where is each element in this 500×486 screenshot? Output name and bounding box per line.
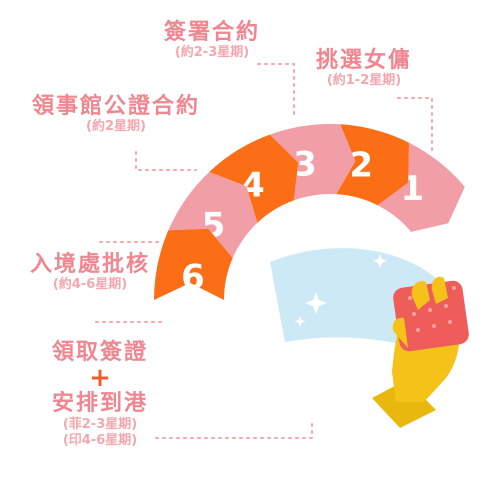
glove-fingers	[392, 276, 448, 348]
step-label-3: 領事館公證合約 (約2星期)	[32, 94, 200, 136]
step-4-title: 入境處批核	[30, 252, 151, 277]
leader-lines	[95, 63, 433, 439]
step-6-duration-ph: (菲2-3星期)	[62, 416, 138, 432]
segment-number-6: 6	[181, 258, 205, 298]
wheel-segment-3	[269, 124, 356, 201]
step-label-5-6: 領取簽證 + 安排到港 (菲2-3星期) (印4-6星期)	[52, 340, 148, 450]
wheel-segment-4	[209, 134, 299, 223]
sparkle-icon	[294, 254, 387, 327]
step-6-duration-id: (印4-6星期)	[62, 433, 138, 449]
sponge-icon	[393, 280, 469, 352]
wheel-segment-6	[154, 228, 233, 300]
leader-line-3	[135, 151, 197, 171]
step-3-title: 領事館公證合約	[32, 94, 201, 119]
wheel-segment-1	[377, 142, 465, 232]
step-label-1: 挑選女傭 (約1-2星期)	[316, 48, 412, 90]
step-6-title: 安排到港	[52, 391, 149, 417]
step-4-duration: (約4-6星期)	[52, 277, 128, 293]
step-1-title: 挑選女傭	[316, 48, 413, 73]
wheel-segment-5	[168, 171, 258, 259]
step-2-title: 簽署合約	[164, 20, 261, 45]
step-5-title: 領取簽證	[52, 340, 149, 365]
leader-line-1	[397, 97, 433, 151]
plus-sign: +	[89, 363, 111, 394]
step-label-4: 入境處批核 (約4-6星期)	[30, 252, 150, 294]
step-3-duration: (約2星期)	[86, 119, 146, 135]
cleaning-illustration	[270, 248, 469, 428]
step-2-duration: (約2-3星期)	[174, 45, 250, 61]
step-label-2: 簽署合約 (約2-3星期)	[164, 20, 260, 62]
leader-line-6	[155, 419, 313, 439]
wheel-segment-2	[336, 124, 409, 206]
segment-number-2: 2	[349, 146, 373, 186]
segment-number-3: 3	[293, 144, 317, 184]
step-1-duration: (約1-2星期)	[326, 73, 402, 89]
leader-line-2	[257, 63, 295, 119]
